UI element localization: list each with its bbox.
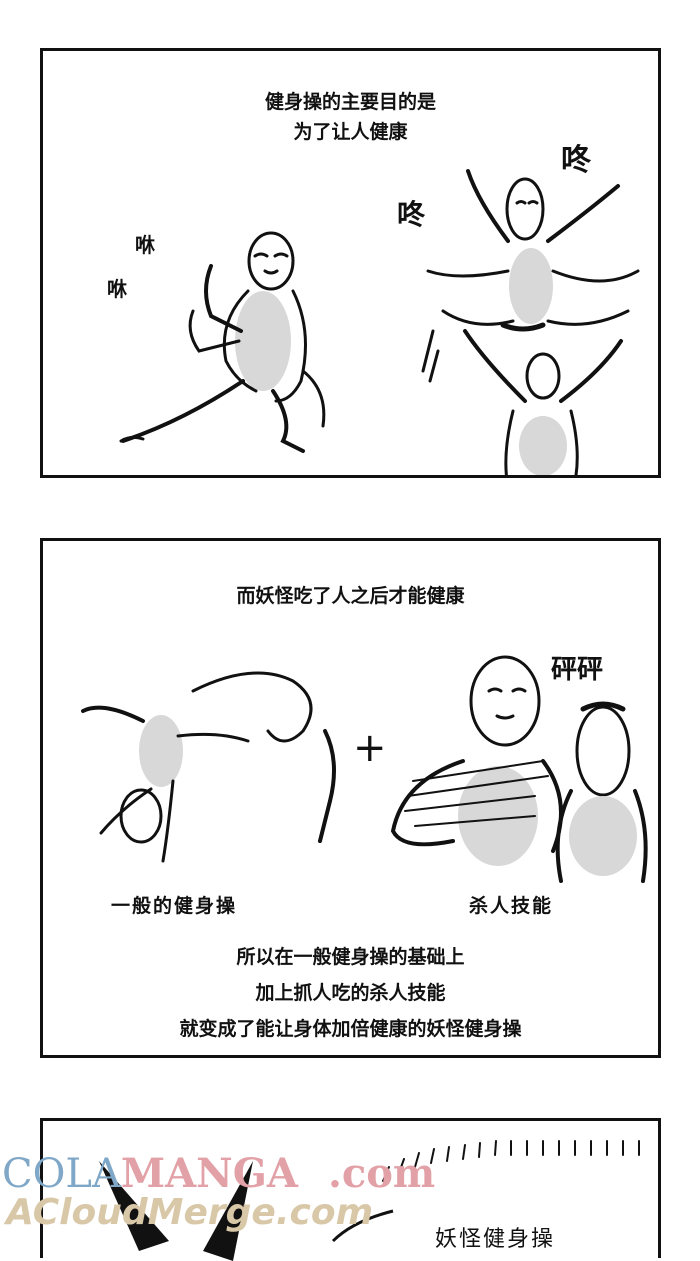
panel2-caption-top: 而妖怪吃了人之后才能健康: [43, 581, 658, 611]
speech-bubble-edge: [331, 1209, 394, 1243]
watermark-dotcom: .com: [327, 1150, 436, 1197]
horn-shapes: [99, 1161, 253, 1261]
label-killing-skill: 杀人技能: [469, 895, 554, 917]
watermark-manga: MANGA: [120, 1150, 298, 1197]
panel2-caption-bottom: 所以在一般健身操的基础上 加上抓人吃的杀人技能 就变成了能让身体加倍健康的妖怪健…: [43, 939, 658, 1047]
panel2-caption-bottom-line-2: 加上抓人吃的杀人技能: [255, 982, 446, 1004]
sfx-bang: 砰砰: [551, 655, 604, 685]
sfx-thump-2: 咚: [397, 198, 426, 231]
comic-panel-1: 健身操的主要目的是 为了让人健康 咻 咻 咚 咚: [40, 48, 661, 478]
panel1-caption: 健身操的主要目的是 为了让人健康: [43, 87, 658, 147]
label-ordinary-exercise: 一般的健身操: [111, 895, 238, 917]
panel1-caption-line-1: 健身操的主要目的是: [264, 91, 436, 113]
sfx-thump-1: 咚: [561, 143, 591, 178]
victim-figure: [555, 701, 648, 883]
panel3-artwork: [99, 1140, 640, 1261]
jumping-figure: [426, 169, 640, 332]
panel2-caption-top-line: 而妖怪吃了人之后才能健康: [236, 585, 465, 607]
speed-lines: [382, 1140, 640, 1182]
sfx-swish-1: 咻: [135, 233, 155, 257]
watermark: COLAMANGA .com ACloudMerge.com: [2, 1150, 435, 1240]
comic-panel-2: 而妖怪吃了人之后才能健康 砰砰 + 一般的健身操 杀人技能: [40, 538, 661, 1058]
monster-figure: [390, 655, 563, 866]
panel1-artwork: [119, 169, 640, 475]
watermark-cola: COLA: [2, 1151, 121, 1197]
watermark-line-1: COLAMANGA .com: [2, 1150, 435, 1197]
watermark-line-2: ACloudMerge.com: [6, 1192, 374, 1233]
kungfu-figure: [119, 231, 326, 453]
panel3-title-text: 妖怪健身操: [435, 1227, 556, 1252]
cheering-figure: [421, 329, 623, 475]
flipping-figure: [81, 671, 336, 863]
panel1-caption-line-2: 为了让人健康: [293, 121, 408, 143]
panel2-artwork: [81, 655, 648, 883]
plus-sign: +: [353, 725, 387, 771]
panel2-caption-bottom-line-1: 所以在一般健身操的基础上: [236, 946, 465, 968]
sfx-swish-2: 咻: [107, 277, 127, 301]
comic-panel-3: 妖怪健身操: [40, 1118, 661, 1261]
panel2-caption-bottom-line-3: 就变成了能让身体加倍健康的妖怪健身操: [179, 1018, 522, 1040]
